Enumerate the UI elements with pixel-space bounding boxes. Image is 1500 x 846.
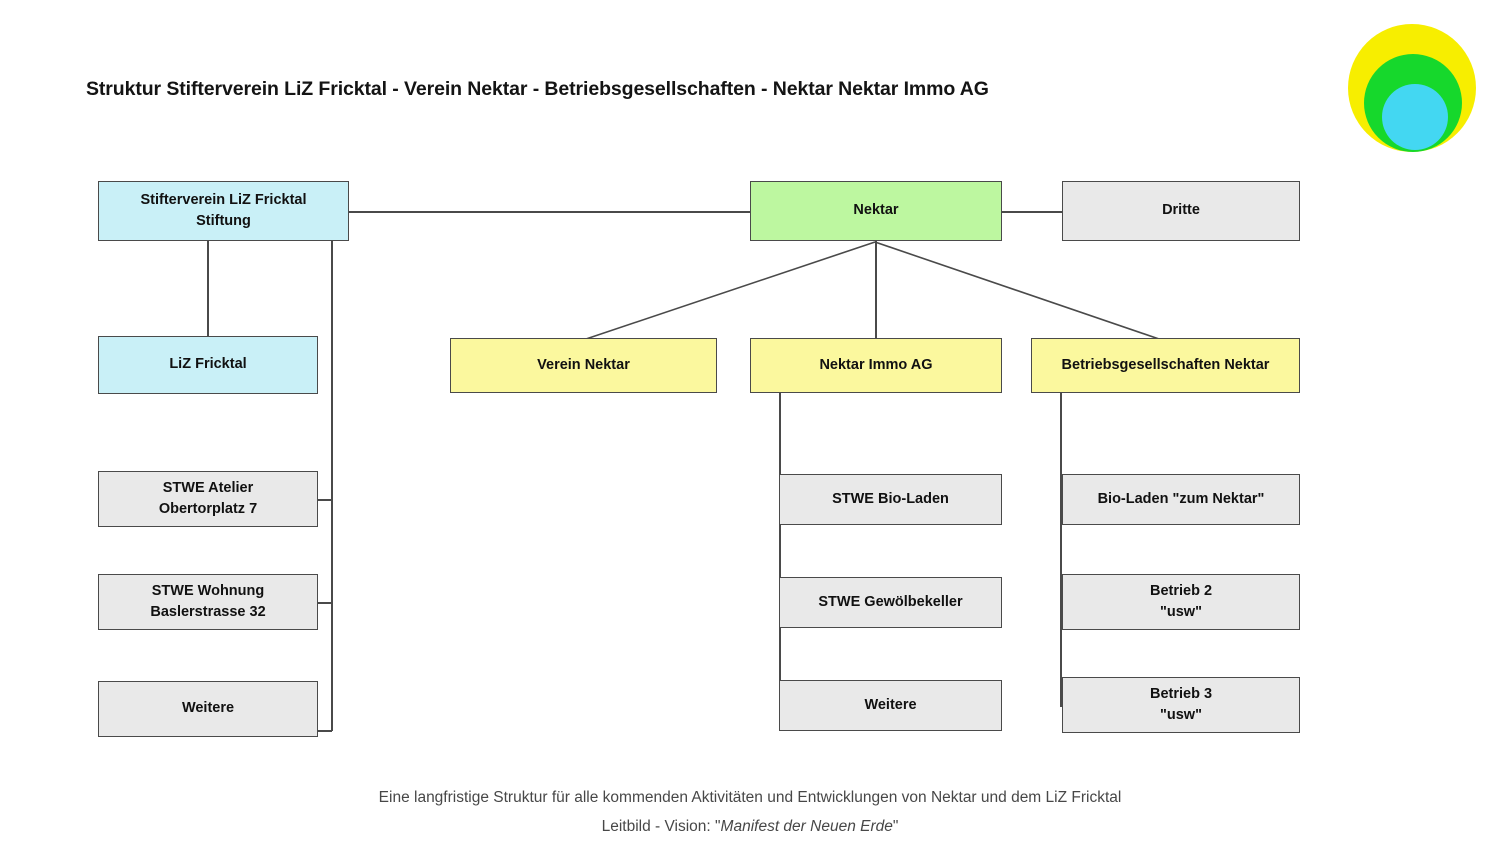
node-stifterverein-liz-fricktal-stiftung[interactable]: Stifterverein LiZ Fricktal Stiftung [98,181,349,241]
node-label-line1: Nektar Immo AG [819,356,933,373]
node-label-line1: STWE Atelier [162,479,254,496]
node-stwe-atelier-obertorplatz-7[interactable]: STWE Atelier Obertorplatz 7 [98,471,318,527]
node-dritte[interactable]: Dritte [1062,181,1300,241]
connector-stifterverein-to-nektar [348,211,750,213]
node-nektar-immo-ag[interactable]: Nektar Immo AG [750,338,1002,393]
node-betrieb-3[interactable]: Betrieb 3 "usw" [1062,677,1300,733]
node-verein-nektar[interactable]: Verein Nektar [450,338,717,393]
connector-left-stub-atelier [318,499,332,501]
node-stwe-wohnung-baslerstrasse-32[interactable]: STWE Wohnung Baslerstrasse 32 [98,574,318,630]
connector-stifterverein-to-liz [207,241,209,336]
node-label-line2: Baslerstrasse 32 [150,604,266,620]
node-label-line1: Nektar [853,202,899,219]
node-betriebsgesellschaften-nektar[interactable]: Betriebsgesellschaften Nektar [1031,338,1300,393]
node-nektar[interactable]: Nektar [750,181,1002,241]
connector-left-trunk [331,241,333,731]
node-weitere-middle[interactable]: Weitere [779,680,1002,731]
node-weitere-left[interactable]: Weitere [98,681,318,737]
node-label-line1: STWE Gewölbekeller [818,593,963,610]
node-label-line2: "usw" [1160,707,1202,723]
node-liz-fricktal[interactable]: LiZ Fricktal [98,336,318,394]
node-label-line1: Verein Nektar [537,356,630,373]
footer-line-2-suffix: " [892,818,899,835]
node-label-line1: STWE Bio-Laden [832,490,949,507]
connector-nektar-to-nektar-immo [875,241,877,340]
logo-inner-circle-icon [1382,84,1448,150]
node-label-line1: LiZ Fricktal [169,356,247,373]
footer-line-2-prefix: Leitbild - Vision: " [601,818,721,835]
connector-left-stub-wohnung [318,602,332,604]
node-stwe-gewoelbekeller[interactable]: STWE Gewölbekeller [779,577,1002,628]
connector-nektar-to-verein-nektar [582,241,876,341]
connector-nektar-to-dritte [1002,211,1062,213]
node-bio-laden-zum-nektar[interactable]: Bio-Laden "zum Nektar" [1062,474,1300,525]
node-label-line2: Obertorplatz 7 [158,501,258,517]
node-label-line1: Weitere [181,700,235,717]
node-label-line1: Dritte [1162,202,1200,219]
footer-line-2: Leitbild - Vision: "Manifest der Neuen E… [0,818,1500,836]
node-label-line1: Bio-Laden "zum Nektar" [1097,490,1265,507]
node-label-line2: Stiftung [196,213,251,229]
node-label-line1: Weitere [864,696,917,713]
node-label-line1: Betrieb 3 [1149,685,1213,702]
footer-line-2-italic: Manifest der Neuen Erde [720,818,893,835]
page-title: Struktur Stifterverein LiZ Fricktal - Ve… [86,78,989,100]
node-stwe-bio-laden[interactable]: STWE Bio-Laden [779,474,1002,525]
connector-middle-trunk [779,392,781,706]
connector-left-stub-weitere [318,730,332,732]
node-label-line2: "usw" [1160,604,1202,620]
connector-right-trunk [1060,392,1062,706]
node-label-line1: Betrieb 2 [1149,582,1213,599]
footer-line-1: Eine langfristige Struktur für alle komm… [378,789,1122,806]
node-label-line1: Stifterverein LiZ Fricktal [140,191,307,208]
node-label-line1: STWE Wohnung [151,582,265,599]
connector-nektar-to-betriebsgesellschaften [874,241,1163,341]
node-label-line1: Betriebsgesellschaften Nektar [1061,356,1270,373]
node-betrieb-2[interactable]: Betrieb 2 "usw" [1062,574,1300,630]
nektar-logo [1344,22,1480,158]
